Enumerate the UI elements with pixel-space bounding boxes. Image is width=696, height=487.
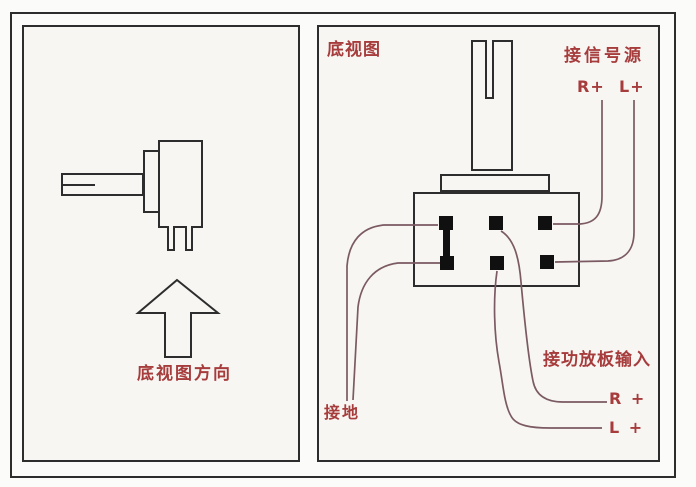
pin-signal-right xyxy=(538,216,552,230)
pin-ground-bottom xyxy=(440,256,454,270)
pot-shaft-slot-line xyxy=(62,184,95,186)
side-view-panel xyxy=(22,25,300,462)
pin-amp-left xyxy=(490,256,504,270)
pot-body-bottom-view xyxy=(413,192,580,287)
amp-input-l-plus: L + xyxy=(609,418,645,437)
bottom-view-direction-label: 底视图方向 xyxy=(137,364,232,384)
amp-input-label: 接功放板输入 xyxy=(543,350,651,370)
ground-pin-bridge xyxy=(443,228,450,258)
pot-body-side-view xyxy=(158,140,203,228)
signal-source-label: 接信号源 xyxy=(564,46,644,66)
pot-mounting-plate xyxy=(440,174,550,192)
ground-label: 接地 xyxy=(324,403,361,422)
pot-side-pin-right xyxy=(185,226,193,251)
amp-input-r-plus: R + xyxy=(609,389,647,408)
signal-source-l-plus: L+ xyxy=(619,77,645,96)
pot-side-pin-left xyxy=(167,226,175,251)
signal-source-r-plus: R+ xyxy=(577,77,605,96)
pot-shaft-slot-bottom-view xyxy=(485,40,494,99)
bottom-view-title: 底视图 xyxy=(327,40,381,60)
pin-signal-left xyxy=(540,255,554,269)
pin-amp-right xyxy=(489,216,503,230)
up-arrow-icon xyxy=(135,278,221,358)
pin-ground-top xyxy=(439,216,453,230)
